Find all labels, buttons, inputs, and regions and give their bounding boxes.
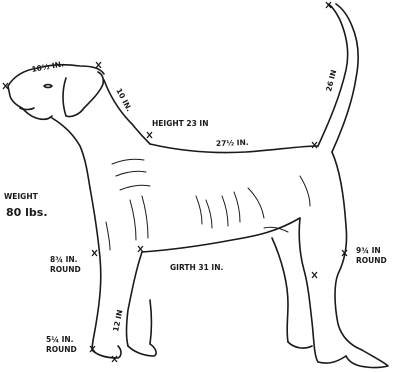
weight-value: 80 lbs. <box>6 206 48 219</box>
head-length-label: 10½ IN. <box>31 59 65 74</box>
forearm-round-label: ROUND <box>50 265 81 274</box>
weight-label: WEIGHT <box>4 192 39 201</box>
girth-label: GIRTH 31 IN. <box>170 263 224 272</box>
body-folds <box>106 159 310 250</box>
back-length-label: 27½ IN. <box>216 138 249 148</box>
dog-silhouette <box>8 4 388 368</box>
height-label: HEIGHT 23 IN <box>152 119 208 128</box>
measurement-points <box>3 2 347 362</box>
leg-length-label: 12 IN <box>111 309 124 333</box>
pastern-round-label: ROUND <box>46 345 77 354</box>
forearm-measure-label: 8¾ IN. <box>50 255 78 264</box>
tail-length-label: 26 IN <box>324 69 338 93</box>
hock-round-label: ROUND <box>356 256 387 265</box>
neck-length-label: 10 IN. <box>114 87 134 113</box>
pastern-measure-label: 5¼ IN. <box>46 335 74 344</box>
hock-measure-label: 9¾ IN <box>356 246 381 255</box>
